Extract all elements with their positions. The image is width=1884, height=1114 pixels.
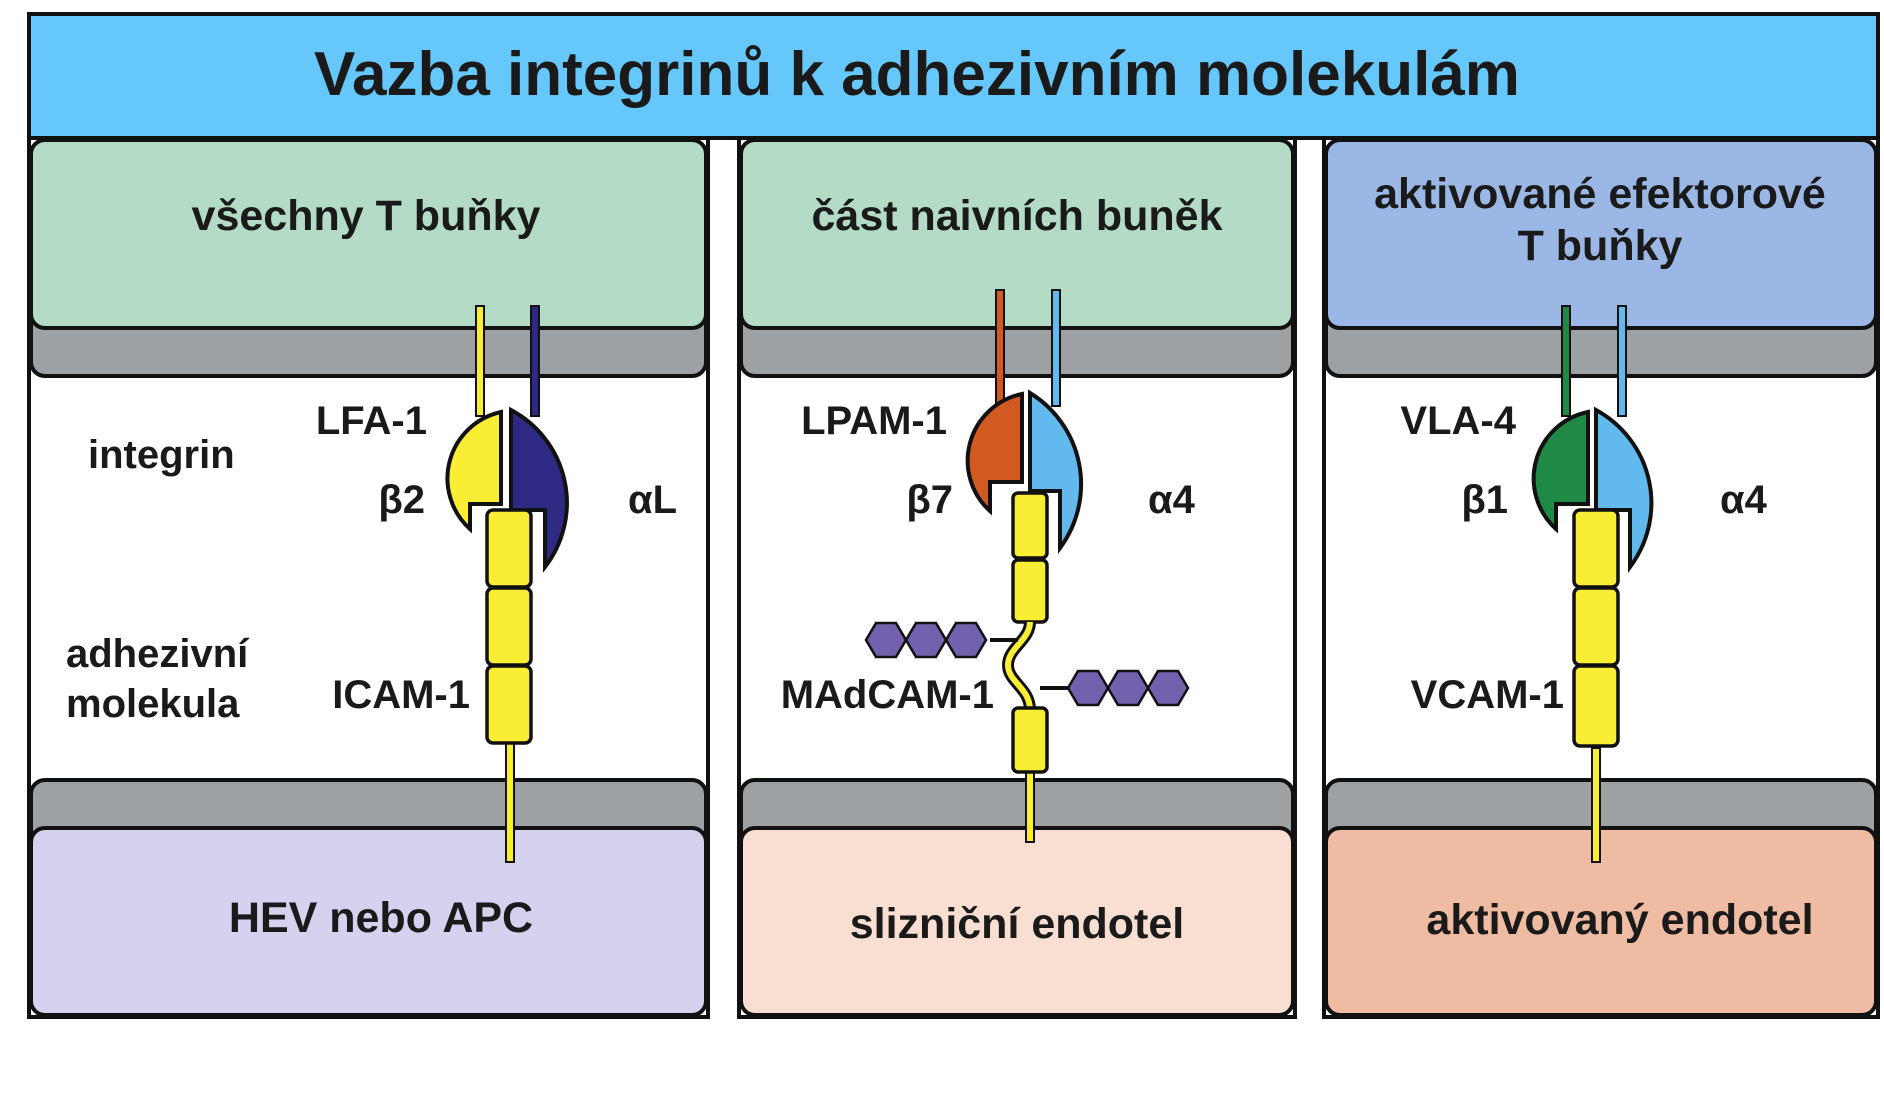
glycan-chain-left [864,621,988,659]
adhesion-molecule-label: VCAM-1 [1411,673,1564,717]
beta-label: β1 [1461,478,1508,522]
adhesion-stalk [1025,769,1035,843]
panel-1-top-cell [29,138,708,330]
ig-domain-1 [485,508,533,589]
alpha-label: α4 [1720,478,1768,522]
adhesion-stalk [505,739,515,863]
ig-domain-3 [1572,664,1620,748]
ig-domain-3 [485,664,533,745]
alpha-stalk [1051,289,1061,407]
alpha-label: α4 [1148,478,1196,522]
ig-domain-2 [1011,558,1049,624]
beta-stalk [475,305,485,417]
beta-subunit [965,391,1024,516]
panel-3-top-cell-label-line2: T buňky [1518,222,1683,270]
ig-domain-1 [1572,508,1620,589]
adhesion-side-label-2: molekula [66,682,240,726]
panel-1-bottom-cell-label: HEV nebo APC [229,894,533,942]
integrin-name-label: LPAM-1 [801,399,947,443]
alpha-label: αL [628,478,677,522]
mucin-linker-fill [1004,621,1033,711]
ig-domain-2 [485,586,533,667]
panel-1-bottom-cell [29,826,708,1017]
panel-1-top-cell-label: všechny T buňky [192,192,541,240]
beta-subunit [1531,409,1590,534]
title-bar: Vazba integrinů k adhezivním molekulám [27,12,1880,140]
beta-stalk [995,289,1005,407]
panel-3: aktivované efektorové T buňky aktivovaný… [1322,136,1880,1019]
panel-2-top-cell [739,138,1295,330]
title-background [27,12,1880,140]
ig-domain-3 [1011,706,1049,774]
alpha-stalk [530,305,540,417]
beta-stalk [1561,305,1571,417]
integrin-name-label: VLA-4 [1400,399,1516,443]
panel-3-bottom-cell-label: aktivovaný endotel [1426,896,1813,944]
page-title: Vazba integrinů k adhezivním molekulám [314,40,1520,109]
integrin-name-label: LFA-1 [316,399,427,443]
adhesion-molecule-label: MAdCAM-1 [781,673,994,717]
panel-2-bottom-cell [739,826,1295,1017]
beta-label: β2 [378,478,425,522]
adhesion-stalk [1591,747,1601,863]
glycan-chain-right [1066,669,1190,707]
panel-1: všechny T buňky HEV nebo APC LFA-1 β2 αL… [27,136,710,1019]
alpha-stalk [1617,305,1627,417]
adhesion-side-label-1: adhezivní [66,632,250,676]
adhesion-molecule-label: ICAM-1 [332,673,470,717]
alpha-subunit [1028,389,1084,555]
panel-2: část naivních buněk slizniční endotel [737,136,1297,1019]
panel-2-top-cell-label: část naivních buněk [811,192,1222,240]
beta-label: β7 [906,478,953,522]
integrin-side-label: integrin [88,433,235,477]
beta-subunit [445,409,503,534]
panel-2-bottom-cell-label: slizniční endotel [850,900,1185,948]
ig-domain-1 [1011,491,1049,560]
alpha-subunit [1594,406,1654,573]
panel-3-top-cell-label-line1: aktivované efektorové [1374,170,1826,218]
ig-domain-2 [1572,586,1620,667]
alpha-subunit [509,406,569,573]
panel-3-top-cell [1324,138,1878,330]
